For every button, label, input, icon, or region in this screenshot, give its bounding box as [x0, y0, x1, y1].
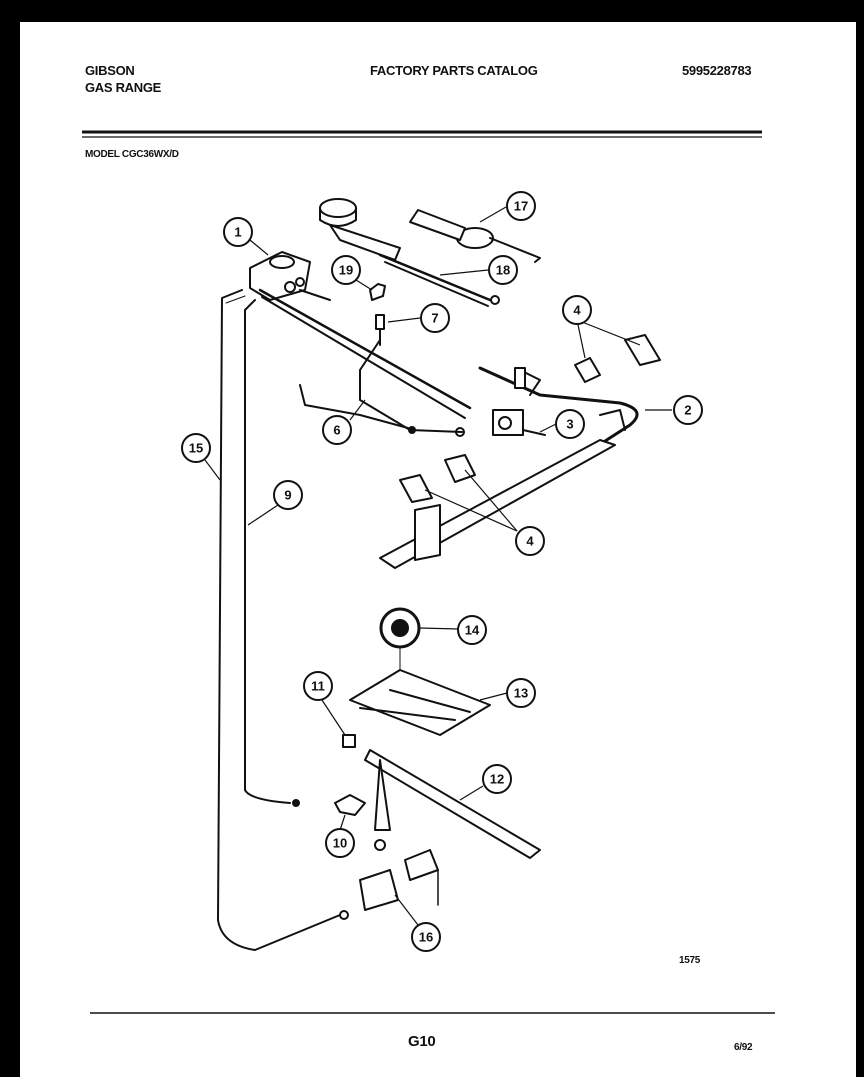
- part-18-burner: [378, 253, 500, 307]
- callout-label: 13: [514, 686, 528, 701]
- callout-12: [482, 764, 512, 794]
- callout-labels: 1 2 3 4 4 6 7 9 10 11 12 13 14 15 16 17 …: [189, 199, 692, 945]
- callout-label: 2: [684, 403, 691, 418]
- callout-11: [303, 671, 333, 701]
- part-6-tube: [299, 339, 465, 437]
- header-rule: [82, 130, 762, 138]
- callout-label: 3: [566, 417, 573, 432]
- part-14-cap: [379, 607, 421, 671]
- part-1-regulator: [249, 251, 311, 301]
- part-10-fitting: [334, 794, 366, 816]
- part-11-bracket: [342, 734, 356, 748]
- callout-17: [506, 191, 536, 221]
- part-15-tube: [217, 289, 341, 951]
- callout-13: [506, 678, 536, 708]
- callout-6: [322, 415, 352, 445]
- catalog-title: FACTORY PARTS CATALOG: [370, 63, 538, 78]
- callout-2: [673, 395, 703, 425]
- part-2-manifold: [478, 366, 639, 472]
- callout-3: [555, 409, 585, 439]
- part-7-orifice: [375, 314, 385, 346]
- callout-label: 11: [311, 679, 325, 694]
- catalog-number: 5995228783: [682, 63, 752, 78]
- part-19-clip: [369, 283, 386, 301]
- part-3-valve: [492, 409, 546, 436]
- part-17-burner: [319, 198, 541, 263]
- part-16-igniter: [359, 849, 439, 911]
- part-12-burner: [364, 749, 541, 859]
- callout-label: 4: [573, 303, 581, 318]
- drawing-number: 1575: [679, 955, 701, 966]
- callout-label: 16: [419, 930, 433, 945]
- callout-9: [273, 480, 303, 510]
- burner-rail: [379, 439, 616, 569]
- leader-lines: [204, 206, 672, 926]
- callout-16: [411, 922, 441, 952]
- callout-14: [457, 615, 487, 645]
- brand-label: GIBSON: [85, 63, 135, 78]
- callout-circles: [181, 191, 703, 952]
- callout-label: 10: [333, 836, 347, 851]
- callout-1: [223, 217, 253, 247]
- callout-label: 15: [189, 441, 203, 456]
- part-13-baffle: [349, 669, 491, 736]
- callout-18: [488, 255, 518, 285]
- callout-label: 4: [526, 534, 534, 549]
- date-code: 6/92: [734, 1042, 753, 1053]
- callout-7: [420, 303, 450, 333]
- callout-label: 1: [234, 225, 241, 240]
- model-label: MODEL CGC36WX/D: [85, 149, 179, 160]
- part-9-tube: [244, 299, 291, 804]
- callout-label: 19: [339, 263, 353, 278]
- callout-19: [331, 255, 361, 285]
- callout-label: 17: [514, 199, 528, 214]
- callout-label: 6: [333, 423, 340, 438]
- callout-label: 7: [431, 311, 438, 326]
- callout-label: 12: [490, 772, 504, 787]
- callout-label: 18: [496, 263, 510, 278]
- callout-label: 14: [465, 623, 480, 638]
- callout-15: [181, 433, 211, 463]
- callout-label: 9: [284, 488, 291, 503]
- callout-4b: [515, 526, 545, 556]
- product-label: GAS RANGE: [85, 80, 162, 95]
- callout-10: [325, 828, 355, 858]
- callout-4a: [562, 295, 592, 325]
- page-code: G10: [408, 1033, 436, 1050]
